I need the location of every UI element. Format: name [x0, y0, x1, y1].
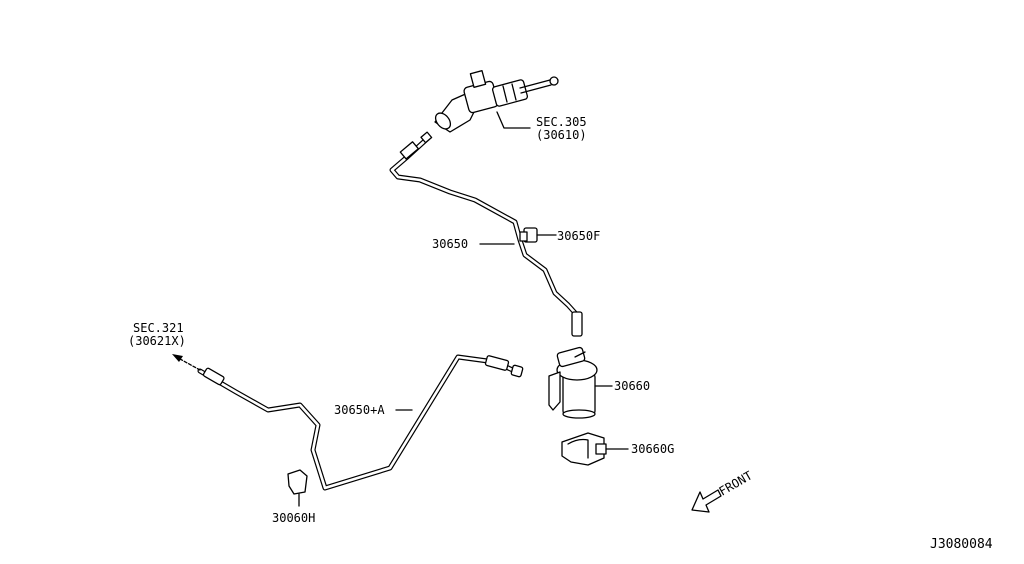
clip-upper	[519, 227, 557, 243]
clip-upper-label: 30650F	[557, 229, 600, 243]
clutch-tube-lower	[197, 354, 524, 491]
damper-label: 30660	[614, 379, 650, 393]
damper-bracket	[561, 432, 629, 466]
tube-upper-label: 30650	[432, 237, 468, 251]
front-label: FRONT	[717, 468, 755, 498]
bracket-label: 30660G	[631, 442, 674, 456]
master-cylinder-part-label: (30610)	[536, 128, 587, 142]
operating-cylinder-arrow	[172, 354, 201, 371]
master-cylinder-sec-label: SEC.305	[536, 115, 587, 129]
clip-lower	[287, 469, 308, 507]
master-cylinder	[434, 70, 559, 133]
diagram-id: J3080084	[930, 537, 993, 552]
front-arrow-icon	[691, 489, 722, 513]
tube-lower-label: 30650+A	[334, 403, 385, 417]
clutch-damper	[548, 346, 613, 419]
clip-lower-label: 30060H	[272, 511, 315, 525]
operating-cylinder-sec-label: SEC.321	[133, 321, 184, 335]
clutch-tube-upper	[389, 131, 583, 337]
operating-cylinder-part-label: (30621X)	[128, 334, 186, 348]
